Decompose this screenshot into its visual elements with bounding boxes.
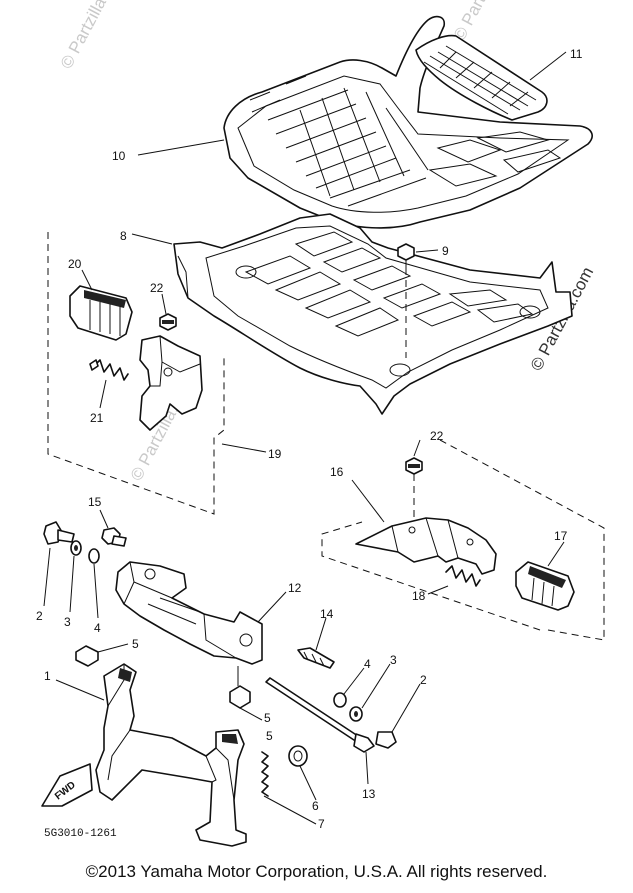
callout-19: 19 bbox=[268, 447, 282, 461]
callout-14: 14 bbox=[320, 607, 334, 621]
footrest-rubber-17 bbox=[515, 561, 575, 611]
floor-board-8 bbox=[173, 213, 573, 415]
callout-22-left: 22 bbox=[150, 281, 164, 295]
fwd-arrow-icon: FWD bbox=[41, 763, 93, 807]
footrest-bracket-left bbox=[139, 335, 203, 431]
callout-16: 16 bbox=[330, 465, 344, 479]
stopper-6 bbox=[288, 745, 308, 767]
callout-11: 11 bbox=[570, 47, 583, 61]
footrest-rubber-20 bbox=[69, 285, 133, 341]
spring-21 bbox=[89, 359, 129, 381]
callout-5-lower: 5 bbox=[266, 729, 273, 743]
callout-4-right: 4 bbox=[364, 657, 371, 671]
callout-18: 18 bbox=[412, 589, 426, 603]
callout-10: 10 bbox=[112, 149, 126, 163]
bolt-9 bbox=[397, 243, 415, 358]
bolt-15 bbox=[101, 527, 127, 547]
callout-15: 15 bbox=[88, 495, 102, 509]
callout-1: 1 bbox=[44, 669, 51, 683]
dashed-group-19 bbox=[47, 232, 225, 515]
bolt-14 bbox=[297, 647, 335, 669]
screw-22-right bbox=[405, 457, 423, 526]
callout-9: 9 bbox=[442, 244, 449, 258]
bushing-4-right bbox=[333, 692, 347, 708]
spring-18 bbox=[445, 565, 481, 587]
leader-lines bbox=[43, 51, 567, 825]
callout-5-middle: 5 bbox=[264, 711, 271, 725]
callout-3-right: 3 bbox=[390, 653, 397, 667]
callout-20: 20 bbox=[68, 257, 82, 271]
callout-5-upper: 5 bbox=[132, 637, 139, 651]
bolt-2-left bbox=[43, 521, 75, 545]
collar-5-middle bbox=[229, 685, 251, 709]
main-stand-1 bbox=[95, 663, 247, 847]
callout-2-left: 2 bbox=[36, 609, 43, 623]
callout-17: 17 bbox=[554, 529, 568, 543]
screw-22-left bbox=[159, 313, 177, 331]
callout-7: 7 bbox=[318, 817, 325, 831]
callout-3-left: 3 bbox=[64, 615, 71, 629]
callout-22-right: 22 bbox=[430, 429, 444, 443]
bolt-2-right bbox=[375, 731, 397, 749]
callout-4-left: 4 bbox=[94, 621, 101, 635]
copyright-notice: ©2013 Yamaha Motor Corporation, U.S.A. A… bbox=[85, 862, 548, 881]
callout-21: 21 bbox=[90, 411, 104, 425]
bushing-4-left bbox=[88, 548, 100, 564]
callout-12: 12 bbox=[288, 581, 302, 595]
callout-2-right: 2 bbox=[420, 673, 427, 687]
watermark: © Partzilla.com bbox=[57, 0, 128, 72]
stand-bracket-12 bbox=[115, 561, 263, 665]
rubber-strip-11 bbox=[415, 34, 548, 121]
diagram-code: 5G3010-1261 bbox=[44, 828, 117, 840]
dashed-group-right bbox=[321, 439, 605, 641]
long-bolt-13 bbox=[265, 677, 375, 753]
watermark: © Partzilla.com bbox=[450, 0, 521, 44]
floor-mat-10 bbox=[223, 15, 593, 229]
callout-6: 6 bbox=[312, 799, 319, 813]
spring-7 bbox=[261, 751, 269, 797]
callout-8: 8 bbox=[120, 229, 127, 243]
footrest-bracket-16 bbox=[355, 517, 497, 575]
washer-3-left bbox=[70, 540, 82, 556]
callout-13: 13 bbox=[362, 787, 376, 801]
collar-5-upper bbox=[75, 645, 99, 667]
washer-3-right bbox=[349, 706, 363, 722]
